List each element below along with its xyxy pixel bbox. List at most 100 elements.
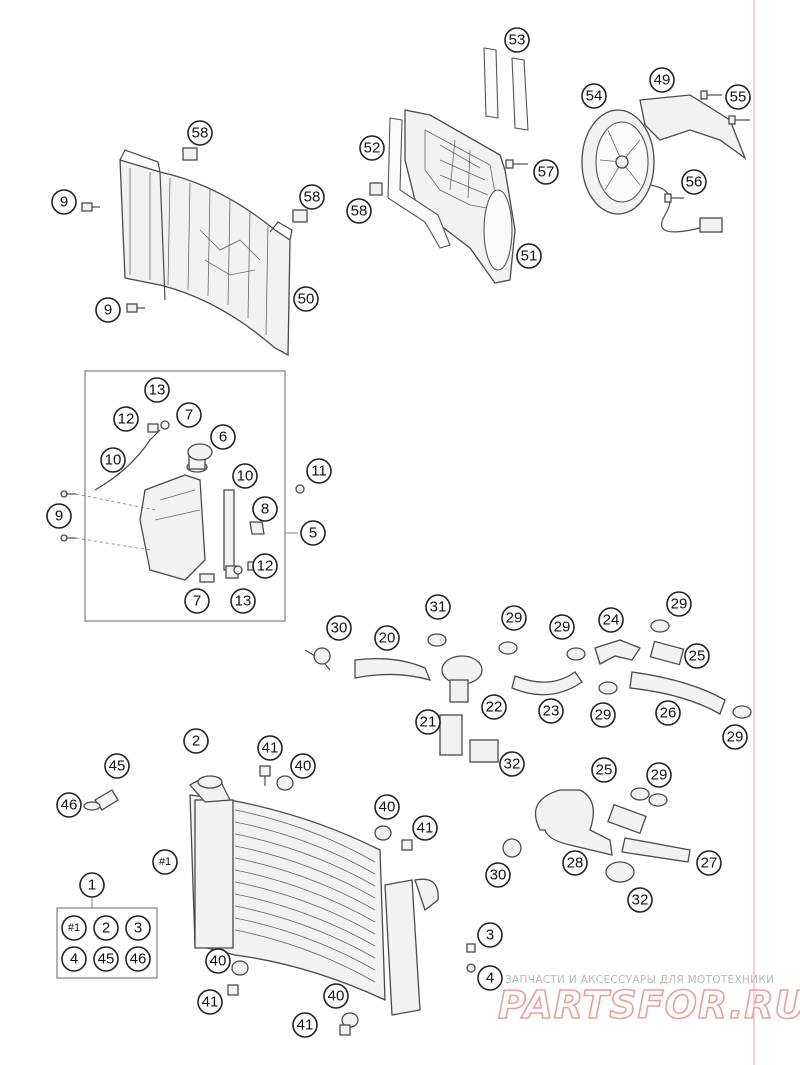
rubber-grommet (276, 775, 294, 791)
screw (728, 115, 750, 125)
callout-53: 53 (504, 27, 530, 53)
svg-text:20: 20 (379, 630, 396, 647)
hose-clamp (732, 705, 752, 719)
svg-text:50: 50 (298, 291, 315, 308)
callout-55: 55 (725, 84, 751, 110)
svg-text:51: 51 (521, 248, 538, 265)
svg-text:10: 10 (105, 452, 122, 469)
fan-cover-seal (387, 117, 451, 249)
bent-hose (534, 789, 613, 856)
screw (60, 534, 76, 542)
hose-sleeve (469, 739, 499, 763)
callout-45: 45 (104, 753, 130, 779)
fan-bracket (639, 94, 747, 160)
hose-clamp (630, 787, 668, 807)
svg-text:8: 8 (261, 501, 269, 518)
screw (401, 839, 413, 851)
callout-29: 29 (722, 724, 748, 750)
svg-text:10: 10 (237, 468, 254, 485)
callout-29: 29 (549, 614, 575, 640)
callout-46: 46 (56, 792, 82, 818)
temperature-sensor (83, 789, 119, 811)
svg-text:29: 29 (651, 767, 668, 784)
callout-32: 32 (627, 887, 653, 913)
screw (339, 1024, 351, 1036)
kit-item-46: 46 (125, 946, 151, 972)
svg-text:4: 4 (70, 951, 78, 968)
svg-text:9: 9 (60, 194, 68, 211)
svg-text:55: 55 (730, 89, 747, 106)
callout-41: 41 (257, 735, 283, 761)
watermark-logo: PARTSFOR.RU (498, 983, 800, 1027)
callout-27: 27 (696, 850, 722, 876)
svg-text:25: 25 (689, 648, 706, 665)
svg-text:53: 53 (509, 32, 526, 49)
callout-31: 31 (425, 594, 451, 620)
spring-clamp (502, 838, 522, 858)
callout-29: 29 (590, 702, 616, 728)
svg-text:29: 29 (554, 619, 571, 636)
callout-6: 6 (210, 424, 236, 450)
svg-text:11: 11 (311, 463, 327, 480)
svg-text:9: 9 (104, 302, 112, 319)
cooling-fan (581, 109, 723, 233)
svg-text:13: 13 (149, 382, 166, 399)
kit-item-1: #1 (61, 915, 87, 941)
callout-40: 40 (205, 948, 231, 974)
svg-text:40: 40 (379, 799, 396, 816)
connector-hose (511, 671, 583, 696)
rubber-grommet (231, 960, 249, 976)
callout-58: 58 (299, 184, 325, 210)
callout-57: 57 (533, 159, 559, 185)
svg-text:58: 58 (192, 125, 209, 142)
callout-29: 29 (501, 605, 527, 631)
screw (259, 765, 271, 786)
callout-50: 50 (293, 286, 319, 312)
kit-item-2: 2 (93, 915, 119, 941)
callout-4: 4 (477, 965, 503, 991)
expansion-tank (139, 454, 208, 581)
callout-9: 9 (46, 503, 72, 529)
svg-text:3: 3 (486, 927, 494, 944)
callout-13: 13 (144, 377, 170, 403)
svg-text:5: 5 (309, 525, 317, 542)
callout-24: 24 (598, 607, 624, 633)
callout-29: 29 (646, 762, 672, 788)
tank-group-frame (84, 370, 286, 622)
svg-text:30: 30 (331, 620, 348, 637)
clip-nut (369, 182, 383, 196)
callout-12: 12 (252, 553, 278, 579)
svg-text:26: 26 (660, 705, 677, 722)
hose-nipple (199, 565, 239, 583)
short-hose (439, 714, 463, 756)
callout-30: 30 (326, 615, 352, 641)
svg-text:41: 41 (417, 820, 434, 837)
svg-text:32: 32 (504, 756, 521, 773)
svg-text:41: 41 (262, 740, 279, 757)
thermostat-housing (441, 655, 483, 703)
svg-text:7: 7 (193, 593, 201, 610)
svg-text:21: 21 (420, 714, 437, 731)
callout-9: 9 (51, 189, 77, 215)
callout-25: 25 (684, 643, 710, 669)
adhesive-strips (483, 47, 529, 131)
svg-text:7: 7 (185, 407, 193, 424)
svg-text:32: 32 (632, 892, 649, 909)
svg-text:6: 6 (219, 429, 227, 446)
svg-text:25: 25 (596, 762, 613, 779)
callout-49: 49 (649, 67, 675, 93)
overflow-hose (94, 429, 161, 491)
tank-cap (187, 443, 213, 461)
svg-text:41: 41 (202, 994, 219, 1011)
callout-41: 41 (292, 1012, 318, 1038)
svg-text:46: 46 (61, 797, 78, 814)
callout-22: 22 (481, 694, 507, 720)
svg-text:40: 40 (210, 953, 227, 970)
hose-sleeve (607, 803, 647, 835)
callout-40: 40 (290, 753, 316, 779)
svg-text:31: 31 (430, 599, 447, 616)
callout-29: 29 (666, 591, 692, 617)
hose-clamp (566, 647, 586, 661)
callout-20: 20 (374, 625, 400, 651)
